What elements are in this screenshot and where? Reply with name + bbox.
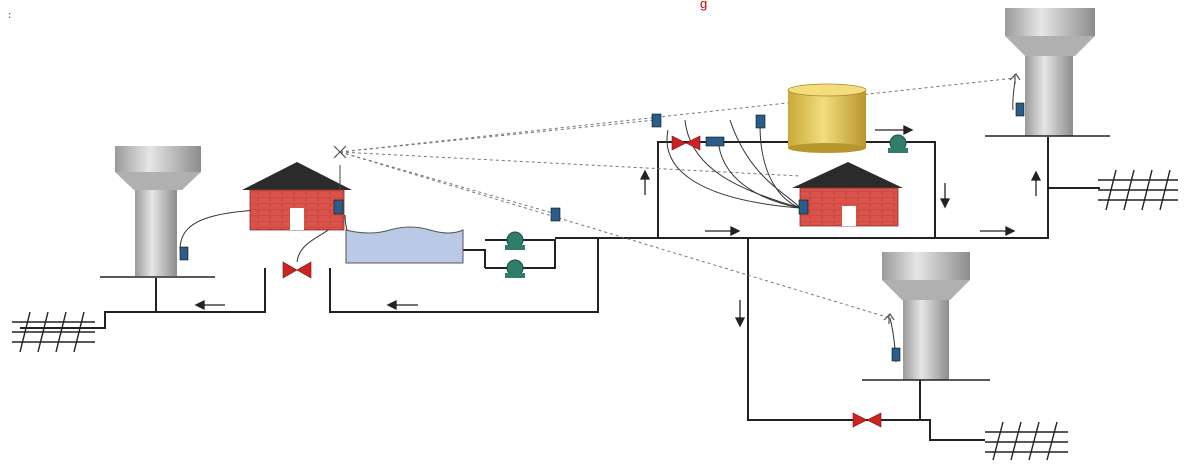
sensor-icon — [333, 199, 344, 215]
valve-icon — [852, 412, 882, 428]
flow-arrow-icon — [386, 299, 418, 311]
antenna-icon — [883, 313, 895, 324]
pump-icon — [888, 134, 908, 153]
distribution-grid-icon — [985, 421, 1068, 461]
antenna-icon — [1009, 73, 1021, 84]
flow-arrow-icon — [875, 124, 914, 136]
sensor-icon — [798, 199, 809, 215]
distribution-grid-icon — [1098, 169, 1178, 211]
control-house-left-icon — [242, 162, 352, 231]
top-caption: g — [700, 0, 708, 11]
valve-icon — [671, 135, 701, 151]
flow-arrow-icon — [980, 225, 1016, 237]
sensor-icon — [550, 207, 561, 222]
sensor-icon — [755, 114, 766, 129]
pump-icon — [505, 259, 525, 278]
antenna-icon — [333, 145, 347, 159]
sensor-icon — [651, 113, 662, 128]
flow-arrow-icon — [734, 300, 746, 328]
pump-icon — [505, 231, 525, 250]
corner-mark: : — [8, 10, 12, 21]
flow-arrow-icon — [705, 225, 741, 237]
valve-icon — [282, 261, 312, 279]
water-tower-bottom-right-icon — [862, 252, 990, 381]
sensor-icon — [891, 347, 901, 362]
distribution-grid-icon — [12, 311, 95, 353]
flow-arrow-icon — [194, 299, 225, 311]
flow-arrow-icon — [639, 169, 651, 195]
control-cables — [179, 79, 1016, 363]
radio-links — [339, 77, 1016, 319]
reservoir-icon — [345, 226, 464, 264]
storage-tank-icon — [787, 83, 867, 153]
flow-arrow-icon — [1030, 170, 1042, 196]
water-tower-left-icon — [100, 146, 215, 278]
control-house-right-icon — [792, 162, 903, 227]
sensor-icon — [179, 246, 189, 261]
flow-arrow-icon — [939, 183, 951, 209]
sensor-icon — [1015, 102, 1025, 117]
water-tower-top-right-icon — [985, 8, 1110, 137]
sensor-icon — [705, 136, 725, 147]
